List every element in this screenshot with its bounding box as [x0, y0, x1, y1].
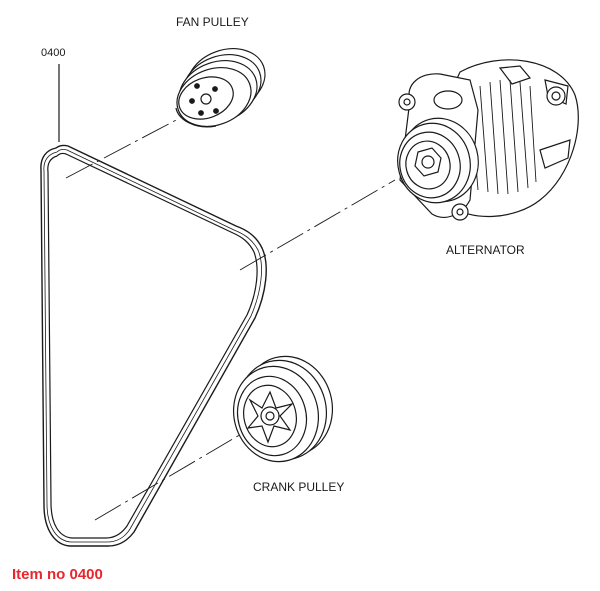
- alignment-dash-lines: [65, 117, 396, 521]
- part-number-label: 0400: [41, 47, 66, 59]
- alternator-label: ALTERNATOR: [446, 243, 525, 257]
- alternator-drawing: [397, 59, 579, 221]
- crank-pulley-drawing: [232, 355, 334, 463]
- item-number-footer: Item no 0400: [12, 566, 103, 583]
- fan-pulley-label: FAN PULLEY: [176, 15, 249, 29]
- v-belt: [40, 144, 267, 547]
- fan-pulley-drawing: [175, 48, 266, 128]
- crank-pulley-label: CRANK PULLEY: [253, 480, 345, 494]
